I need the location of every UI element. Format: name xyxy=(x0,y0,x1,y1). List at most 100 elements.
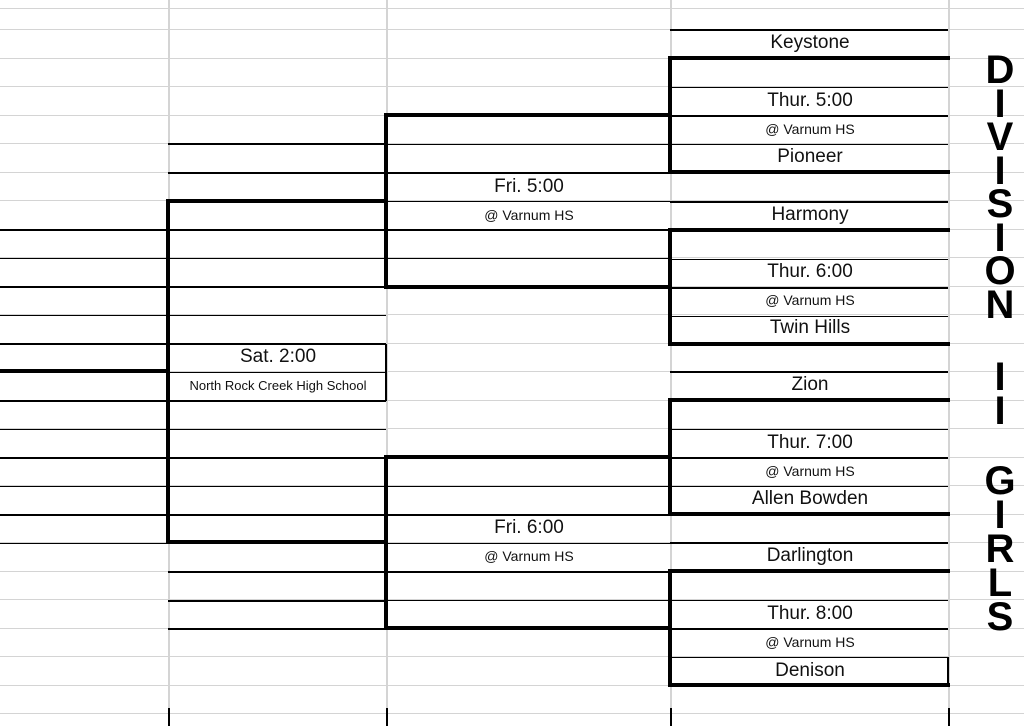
colb-line xyxy=(168,628,386,630)
r1-g3-team-top: Zion xyxy=(791,374,829,395)
title-letter: L xyxy=(987,561,1013,605)
semi1-time: Fri. 5:00 xyxy=(494,176,564,197)
grid-row-line xyxy=(0,656,1024,657)
final-row-line xyxy=(168,485,386,487)
r1-label-line xyxy=(670,201,948,203)
grid-row-line xyxy=(0,713,1024,714)
r1-g2-venue: @ Varnum HS xyxy=(765,292,855,308)
grid-row-line xyxy=(0,684,1024,686)
r1-label-line xyxy=(670,542,948,544)
title-letter: I xyxy=(994,355,1006,399)
r1-label-line xyxy=(670,371,948,373)
r1-box-top xyxy=(670,398,950,402)
colb-line xyxy=(168,571,386,573)
r1-g3-team-bottom: Allen Bowden xyxy=(751,488,869,509)
semi-row-line xyxy=(386,143,670,145)
final-row-line xyxy=(168,371,386,373)
r1-box-bottom xyxy=(670,170,950,174)
title-letter: I xyxy=(994,81,1006,126)
semi-box-top xyxy=(386,113,672,117)
champion-row-line xyxy=(0,514,168,516)
r1-row-line xyxy=(670,457,948,459)
grid-row-line xyxy=(0,314,1024,315)
grid-row-line xyxy=(0,399,1024,401)
r1-row-line xyxy=(670,656,948,658)
r1-label-line xyxy=(670,29,948,31)
r1-g4-venue: @ Varnum HS xyxy=(765,634,855,650)
final-row-line xyxy=(168,286,386,288)
final-box-bottom xyxy=(166,540,388,544)
semi-box-bottom xyxy=(386,285,672,289)
grid-row-line xyxy=(0,29,1024,30)
grid-col-line xyxy=(670,0,672,726)
semi-row-line xyxy=(386,514,670,516)
title-letter: O xyxy=(984,249,1016,293)
title-letter: S xyxy=(986,595,1014,639)
r1-g1-team-top: Keystone xyxy=(770,32,850,53)
r1-row-line xyxy=(670,86,948,88)
champion-row-line xyxy=(0,286,168,288)
column-stub xyxy=(948,708,950,726)
champion-row-line xyxy=(0,542,168,544)
r1-row-line xyxy=(670,258,948,260)
semi-row-line xyxy=(386,172,670,174)
r1-box-bottom xyxy=(670,683,950,687)
title-letter: G xyxy=(984,459,1016,503)
r1-g4-team-bottom: Denison xyxy=(775,660,845,681)
grid-col-line xyxy=(948,0,950,726)
grid-row-line xyxy=(0,86,1024,87)
title-letter: D xyxy=(985,48,1015,92)
r1-box-top xyxy=(670,569,950,573)
r1-g1-venue: @ Varnum HS xyxy=(765,121,855,137)
champion-row-line xyxy=(0,229,168,231)
colb-line xyxy=(168,172,386,174)
r1-g3-venue: @ Varnum HS xyxy=(765,463,855,479)
semi-row-line xyxy=(386,257,670,259)
semi-row-line xyxy=(386,485,670,487)
semi2-venue: @ Varnum HS xyxy=(484,548,574,564)
semi-box-bottom xyxy=(386,626,672,630)
final-row-line xyxy=(168,257,386,259)
final-box-top xyxy=(166,199,388,203)
r1-box-top xyxy=(670,228,950,232)
final-venue: North Rock Creek High School xyxy=(189,378,367,393)
r1-box-bottom xyxy=(670,512,950,516)
r1-row-line xyxy=(670,115,948,117)
semi-row-line xyxy=(386,200,670,202)
semi-row-line xyxy=(386,542,670,544)
grid-row-line xyxy=(0,428,1024,429)
r1-g4-time: Thur. 8:00 xyxy=(767,603,853,624)
r1-row-line xyxy=(670,428,948,430)
champion-row-line xyxy=(0,343,168,345)
final-time: Sat. 2:00 xyxy=(239,346,317,367)
r1-box-top xyxy=(670,56,950,60)
column-stub xyxy=(168,708,170,726)
title-letter: I xyxy=(994,493,1006,537)
grid-row-line xyxy=(0,57,1024,59)
title-letter: I xyxy=(994,389,1006,433)
r1-row-line xyxy=(670,143,948,145)
semi-row-line xyxy=(386,599,670,601)
title-letter: I xyxy=(994,215,1006,260)
champion-row-line xyxy=(0,428,168,430)
r1-row-line xyxy=(670,315,948,317)
champion-row-line xyxy=(0,314,168,316)
grid-row-line xyxy=(0,342,1024,344)
column-stub xyxy=(670,708,672,726)
r1-g1-team-bottom: Pioneer xyxy=(777,146,843,167)
final-row-line xyxy=(168,314,386,316)
final-row-line xyxy=(168,457,386,459)
colb-line xyxy=(168,600,386,602)
champion-row-line xyxy=(0,400,168,402)
final-row-line xyxy=(168,343,386,345)
title-letter: N xyxy=(985,282,1015,327)
final-venue-right xyxy=(385,344,387,401)
semi-row-line xyxy=(386,229,670,231)
semi2-time: Fri. 6:00 xyxy=(494,517,564,538)
final-row-line xyxy=(168,428,386,430)
final-row-line xyxy=(168,229,386,231)
champion-row-line xyxy=(0,485,168,487)
r1-row-line xyxy=(670,628,948,630)
r1-box-right xyxy=(947,657,949,687)
